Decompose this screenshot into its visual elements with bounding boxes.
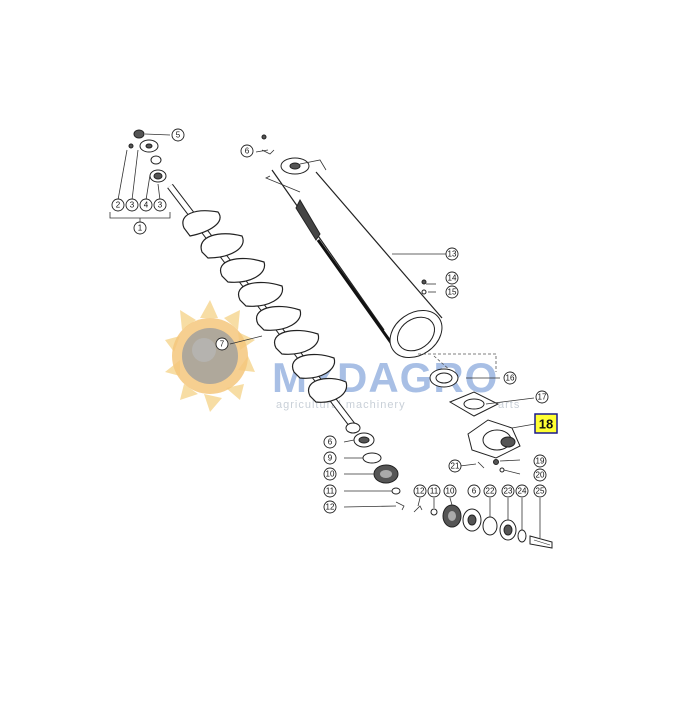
auger-shaft-end xyxy=(345,422,361,434)
part-circlip-11 xyxy=(391,487,401,495)
callout-3a: 3 xyxy=(125,198,139,212)
auger-tube xyxy=(261,134,443,359)
callout-25: 25 xyxy=(533,484,547,498)
part-washer-15 xyxy=(421,289,427,295)
callout-12-left: 12 xyxy=(323,500,337,514)
svg-text:19: 19 xyxy=(536,457,545,466)
svg-text:10: 10 xyxy=(326,470,335,479)
svg-text:6: 6 xyxy=(245,147,250,156)
svg-text:6: 6 xyxy=(328,438,333,447)
svg-text:15: 15 xyxy=(448,288,457,297)
callout-9: 9 xyxy=(323,451,337,465)
svg-text:1: 1 xyxy=(138,224,143,233)
part-washer-3 xyxy=(150,155,162,165)
svg-text:16: 16 xyxy=(506,374,515,383)
auger-screw xyxy=(167,183,361,434)
part-bolt-2 xyxy=(128,143,134,149)
callout-13: 13 xyxy=(445,247,459,261)
svg-text:6: 6 xyxy=(472,487,477,496)
leader-lines xyxy=(229,149,446,345)
svg-text:20: 20 xyxy=(536,471,545,480)
svg-text:11: 11 xyxy=(430,487,439,496)
watermark-sun-logo xyxy=(165,300,255,412)
svg-text:3: 3 xyxy=(130,201,135,210)
part-bolt-6-top xyxy=(261,134,267,140)
svg-text:11: 11 xyxy=(326,487,335,496)
part-circlip-24 xyxy=(517,529,527,543)
callout-17: 17 xyxy=(535,390,549,404)
callout-3b: 3 xyxy=(153,198,167,212)
svg-text:25: 25 xyxy=(536,487,545,496)
callout-6-top: 6 xyxy=(240,144,254,158)
part-ring-9 xyxy=(362,452,382,464)
part-nut-5 xyxy=(133,129,145,139)
callout-11-left: 11 xyxy=(323,484,337,498)
tube-bottom-flange xyxy=(389,309,443,359)
part-bolt-14 xyxy=(421,279,427,285)
svg-text:12: 12 xyxy=(416,487,425,496)
part-housing-cover-17 xyxy=(448,391,500,417)
highlight-label-18[interactable]: 18 xyxy=(511,413,558,434)
callout-22: 22 xyxy=(483,484,497,498)
svg-text:3: 3 xyxy=(158,201,163,210)
part-washer-20 xyxy=(499,467,505,473)
callout-11-right: 11 xyxy=(427,484,441,498)
callout-21: 21 xyxy=(448,459,462,473)
callout-24: 24 xyxy=(515,484,529,498)
callout-20: 20 xyxy=(533,468,547,482)
part-bolt-19 xyxy=(493,459,499,465)
svg-text:17: 17 xyxy=(538,393,547,402)
svg-text:13: 13 xyxy=(448,250,457,259)
callout-14: 14 xyxy=(445,271,459,285)
svg-text:10: 10 xyxy=(446,487,455,496)
part-seal-16 xyxy=(429,368,459,388)
callout-19: 19 xyxy=(533,454,547,468)
svg-text:7: 7 xyxy=(220,340,225,349)
callout-16: 16 xyxy=(503,371,517,385)
part-ring-22 xyxy=(482,516,498,536)
drive-shaft-parts xyxy=(413,497,553,549)
auger-lower-parts xyxy=(343,432,405,511)
svg-text:23: 23 xyxy=(504,487,513,496)
callout-6-mid: 6 xyxy=(323,435,337,449)
callout-23: 23 xyxy=(501,484,515,498)
svg-text:14: 14 xyxy=(448,274,457,283)
svg-text:9: 9 xyxy=(328,454,333,463)
part-circlip-11b xyxy=(430,508,438,516)
callout-7: 7 xyxy=(215,337,229,351)
svg-text:21: 21 xyxy=(451,462,460,471)
part-key-12b xyxy=(413,505,423,513)
callout-15: 15 xyxy=(445,285,459,299)
svg-text:12: 12 xyxy=(326,503,335,512)
callout-5: 5 xyxy=(171,128,185,142)
part-stud-21 xyxy=(477,461,485,469)
callouts: 5 2 3 4 3 1 6 7 13 14 15 16 17 19 20 21 … xyxy=(111,128,549,514)
part-key-12 xyxy=(395,501,405,511)
callout-6-right: 6 xyxy=(467,484,481,498)
svg-text:24: 24 xyxy=(518,487,527,496)
callout-1: 1 xyxy=(133,221,147,235)
gearbox-assembly xyxy=(418,279,535,475)
svg-text:4: 4 xyxy=(144,201,149,210)
callout-10-right: 10 xyxy=(443,484,457,498)
group-bracket-1 xyxy=(109,212,171,219)
callout-4: 4 xyxy=(139,198,153,212)
top-bearing-parts xyxy=(109,129,171,224)
callout-2: 2 xyxy=(111,198,125,212)
svg-text:5: 5 xyxy=(176,131,181,140)
callout-10-left: 10 xyxy=(323,467,337,481)
svg-text:22: 22 xyxy=(486,487,495,496)
svg-text:18: 18 xyxy=(539,417,553,432)
svg-text:2: 2 xyxy=(116,201,121,210)
callout-12-right: 12 xyxy=(413,484,427,498)
